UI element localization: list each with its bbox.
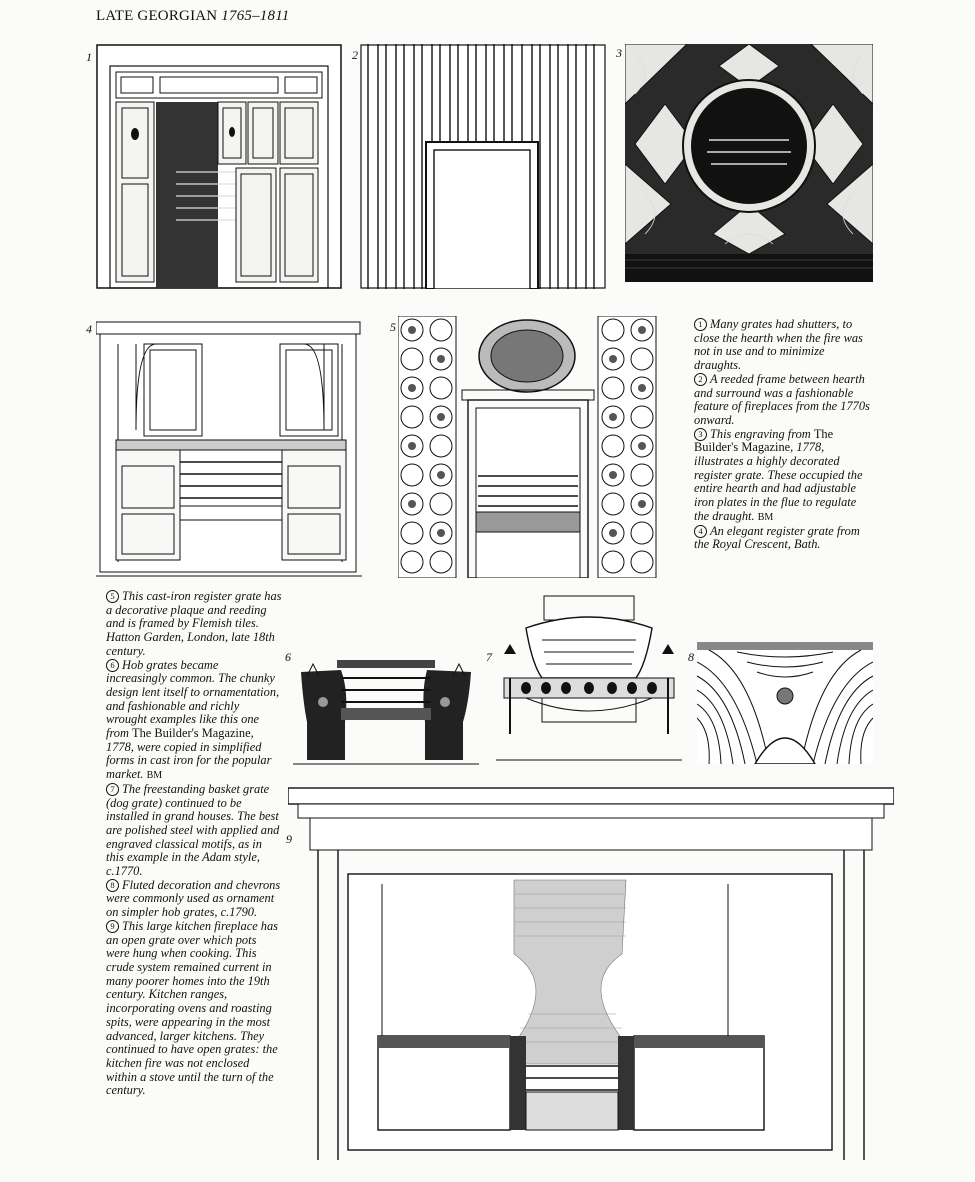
figure-number-4: 4	[86, 322, 92, 336]
figure-6-hob-grate	[293, 642, 479, 766]
caption-5-text: This cast-iron register grate has a deco…	[106, 589, 282, 658]
caption-number-2: 2	[694, 372, 707, 386]
caption-number-4: 4	[694, 524, 707, 538]
caption-6-credit: BM	[146, 770, 163, 782]
figure-number-6: 6	[285, 650, 291, 664]
figure-number-1: 1	[86, 50, 92, 64]
caption-8-text: Fluted decoration and chevrons were comm…	[106, 877, 281, 920]
figure-8-fluted-hob-grate	[697, 642, 873, 764]
figure-5-flemish-tiled-grate	[398, 316, 658, 578]
caption-3-title: The Builder's Magazine	[694, 426, 834, 455]
figure-9-kitchen-fireplace	[288, 784, 894, 1160]
figure-number-7: 7	[486, 650, 492, 664]
caption-7-text: The freestanding basket grate (dog grate…	[106, 781, 280, 879]
caption-number-8: 8	[106, 878, 119, 892]
figure-2-reeded-frame	[360, 44, 606, 289]
caption-number-5: 5	[106, 590, 119, 603]
figure-number-9: 9	[286, 832, 292, 846]
caption-9-text: This large kitchen fireplace has an open…	[106, 918, 279, 1098]
caption-number-6: 6	[106, 658, 119, 672]
caption-number-1: 1	[694, 318, 707, 331]
figure-4-elegant-register-grate	[96, 320, 362, 578]
figure-1-shuttered-grate	[96, 44, 342, 289]
caption-2-text: A reeded frame between hearth and surrou…	[694, 371, 870, 427]
caption-1-text: Many grates had shutters, to close the h…	[694, 317, 863, 373]
caption-3-credit: BM	[757, 511, 774, 523]
figure-7-basket-grate	[496, 594, 682, 762]
caption-6-text-after: , 1778, were copied in simplified forms …	[106, 726, 272, 782]
caption-4-text: An elegant register grate from the Royal…	[694, 523, 860, 552]
caption-6-title: The Builder's Magazine	[132, 726, 251, 741]
figure-number-8: 8	[688, 650, 694, 664]
figure-3-decorated-register-grate	[625, 44, 873, 282]
caption-6-text-before: Hob grates became increasingly common. T…	[106, 657, 280, 741]
caption-3-text-after: , 1778, illustrates a highly decorated r…	[694, 440, 863, 523]
figure-number-2: 2	[352, 48, 358, 62]
caption-3-text-before: This engraving from	[710, 426, 814, 441]
figure-number-3: 3	[616, 46, 622, 60]
period-dates: 1765–1811	[221, 8, 290, 24]
figure-number-5: 5	[390, 320, 396, 334]
page-header: LATE GEORGIAN 1765–1811	[96, 8, 289, 25]
caption-number-7: 7	[106, 782, 119, 796]
caption-number-9: 9	[106, 919, 119, 933]
period-title: LATE GEORGIAN	[96, 8, 218, 24]
caption-number-3: 3	[694, 427, 707, 441]
